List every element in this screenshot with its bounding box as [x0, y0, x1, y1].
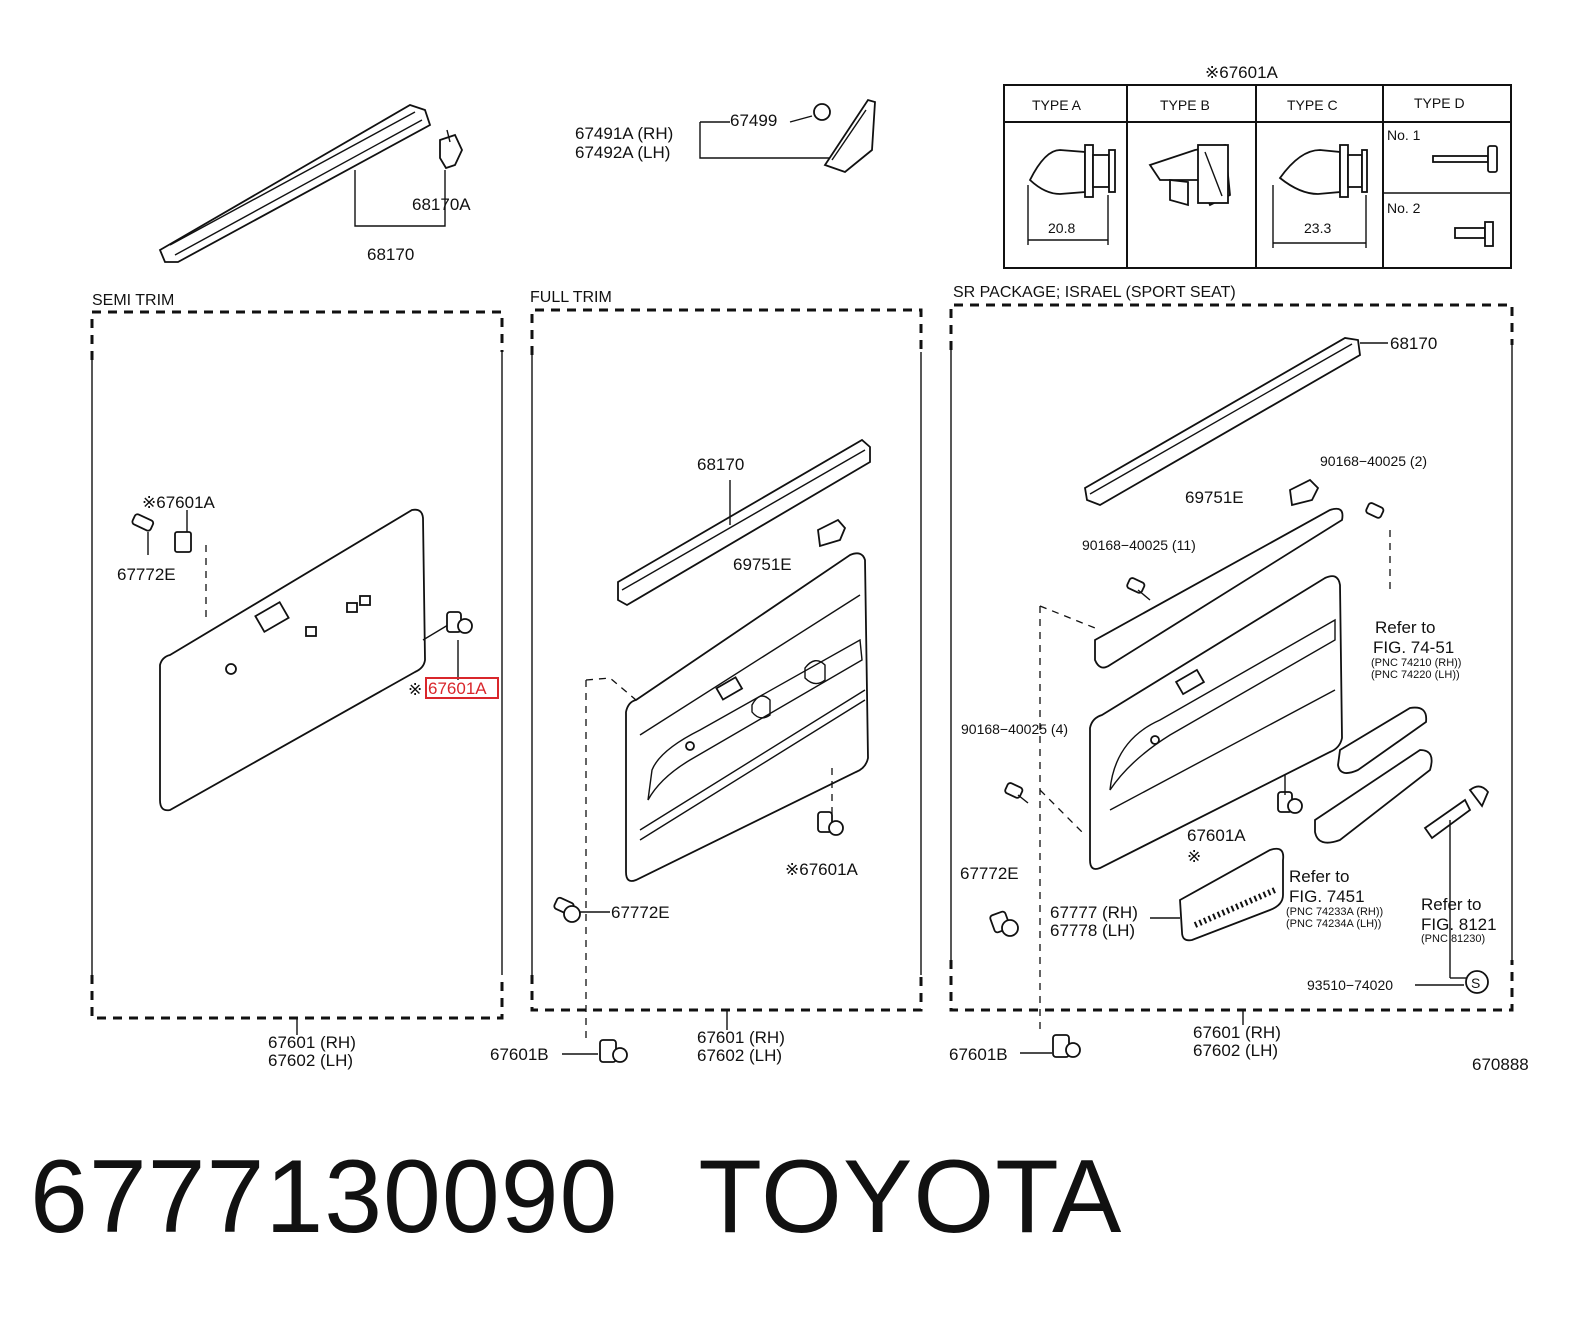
clip-table	[1003, 84, 1512, 269]
full-trim-clip-b-icon	[562, 1039, 628, 1063]
full-trim-panel-illustration	[585, 552, 869, 1040]
full-trim-panel-lh-label: 67602 (LH)	[697, 1046, 782, 1065]
sr-pocket-rh-label: 67777 (RH)	[1050, 903, 1138, 922]
full-trim-clip-b-label: 67601B	[490, 1045, 549, 1064]
highlight-box	[425, 677, 499, 699]
semi-trim-panel-lh-label: 67602 (LH)	[268, 1051, 353, 1070]
clip-type-c-header: TYPE C	[1287, 97, 1338, 113]
sr-panel-lh-label: 67602 (LH)	[1193, 1041, 1278, 1060]
sr-clip-b-icon	[1020, 1034, 1081, 1058]
clip-type-a-dimension: 20.8	[1048, 220, 1075, 236]
clip-type-b-header: TYPE B	[1160, 97, 1210, 113]
sr-screw-4-label: 90168−40025 (4)	[961, 721, 1068, 737]
top-weatherstrip-illustration	[158, 104, 463, 263]
sr-refer-2-fig: FIG. 7451	[1289, 887, 1365, 906]
sr-package-frame	[949, 303, 1514, 1025]
sr-screw-e-label: 67772E	[960, 864, 1019, 883]
full-trim-weatherstrip-illustration	[617, 438, 871, 607]
sr-armrest-illustration	[1314, 530, 1490, 979]
sr-refer-1-fig: FIG. 74-51	[1373, 638, 1454, 657]
weatherstrip-clip-label: 68170A	[412, 195, 471, 214]
sr-armrest-top-illustration	[1094, 507, 1344, 669]
full-trim-frame	[530, 308, 923, 1030]
sr-clip-b-label: 67601B	[949, 1045, 1008, 1064]
svg-text:S: S	[1471, 975, 1480, 991]
semi-trim-clip-top-label: ※67601A	[142, 493, 216, 512]
sr-screw-11-label: 90168−40025 (11)	[1082, 537, 1196, 553]
sr-pocket-lh-label: 67778 (LH)	[1050, 921, 1135, 940]
clip-type-b-icon	[1148, 143, 1231, 207]
mirror-cover-rh-label: 67491A (RH)	[575, 124, 673, 143]
full-trim-title: FULL TRIM	[530, 289, 612, 306]
sr-refer-2-label: Refer to	[1289, 867, 1349, 886]
sr-knob-icon	[1289, 478, 1320, 507]
part-caption: 6777130090 TOYOTA	[30, 1138, 1122, 1257]
full-trim-screw-icon	[553, 896, 610, 923]
mirror-cover-illustration	[699, 98, 876, 174]
weatherstrip-label: 68170	[367, 245, 414, 264]
clip-type-d-no2-label: No. 2	[1387, 200, 1421, 216]
semi-trim-clip-top-icon	[174, 510, 192, 553]
sr-refer-3-fig: FIG. 8121	[1421, 915, 1497, 934]
semi-trim-screw-label: 67772E	[117, 565, 176, 584]
semi-trim-screw-icon	[131, 513, 155, 555]
clip-type-c-icon	[1272, 144, 1368, 248]
full-trim-clip-label: ※67601A	[785, 860, 859, 879]
figure-number: 670888	[1472, 1055, 1529, 1074]
part-number: 6777130090	[30, 1139, 619, 1255]
brand-name: TOYOTA	[698, 1139, 1123, 1255]
sr-refer-1-label: Refer to	[1375, 618, 1435, 637]
semi-trim-clip-right-icon	[446, 611, 473, 634]
sr-screw-e-icon	[989, 910, 1019, 937]
sr-clip-label: 67601A	[1187, 826, 1246, 845]
clip-type-a-header: TYPE A	[1032, 97, 1082, 113]
sr-bolt-icon: S	[1415, 970, 1489, 994]
clip-table-title: ※67601A	[1205, 63, 1279, 82]
semi-trim-clip-right-label: 67601A	[428, 679, 487, 698]
mirror-cover-lh-label: 67492A (LH)	[575, 143, 670, 162]
sr-screw-2-label: 90168−40025 (2)	[1320, 453, 1427, 469]
clip-type-d-no2-icon	[1454, 221, 1494, 247]
semi-trim-frame	[90, 310, 504, 1035]
sr-bolt-label: 93510−74020	[1307, 977, 1393, 993]
full-trim-weatherstrip-label: 68170	[697, 455, 744, 474]
sr-weatherstrip-label: 68170	[1390, 334, 1437, 353]
sr-screw-icons	[1004, 502, 1385, 804]
semi-trim-title: SEMI TRIM	[92, 292, 174, 309]
sr-refer-1-pnc-lh: (PNC 74220 (LH))	[1371, 669, 1460, 681]
sr-clip-icon	[1277, 775, 1303, 814]
sr-refer-3-pnc: (PNC 81230)	[1421, 933, 1485, 945]
full-trim-knob-label: 69751E	[733, 555, 792, 574]
sr-refer-3-label: Refer to	[1421, 895, 1481, 914]
sr-refer-1-pnc-rh: (PNC 74210 (RH))	[1371, 657, 1461, 669]
sr-knob-label: 69751E	[1185, 488, 1244, 507]
sr-weatherstrip-illustration	[1084, 337, 1388, 506]
sr-refer-2-pnc-lh: (PNC 74234A (LH))	[1286, 918, 1381, 930]
sr-refer-2-pnc-rh: (PNC 74233A (RH))	[1286, 906, 1383, 918]
clip-type-d-no1-label: No. 1	[1387, 127, 1421, 143]
mirror-clip-label: 67499	[730, 111, 777, 130]
full-trim-screw-label: 67772E	[611, 903, 670, 922]
sr-package-title: SR PACKAGE; ISRAEL (SPORT SEAT)	[953, 284, 1236, 301]
full-trim-clip-icon	[817, 811, 844, 836]
clip-type-c-dimension: 23.3	[1304, 220, 1331, 236]
sr-panel-illustration	[1039, 575, 1343, 1030]
full-trim-panel-rh-label: 67601 (RH)	[697, 1028, 785, 1047]
semi-trim-panel-illustration	[159, 508, 459, 812]
sr-clip-mark: ※	[1187, 847, 1201, 866]
semi-trim-panel-rh-label: 67601 (RH)	[268, 1033, 356, 1052]
clip-type-d-header: TYPE D	[1414, 95, 1465, 111]
clip-type-a-icon	[1027, 144, 1116, 245]
sr-panel-rh-label: 67601 (RH)	[1193, 1023, 1281, 1042]
semi-trim-clip-right-mark: ※	[408, 680, 422, 699]
sr-pocket-illustration	[1150, 847, 1285, 942]
clip-type-d-no1-icon	[1432, 145, 1498, 173]
